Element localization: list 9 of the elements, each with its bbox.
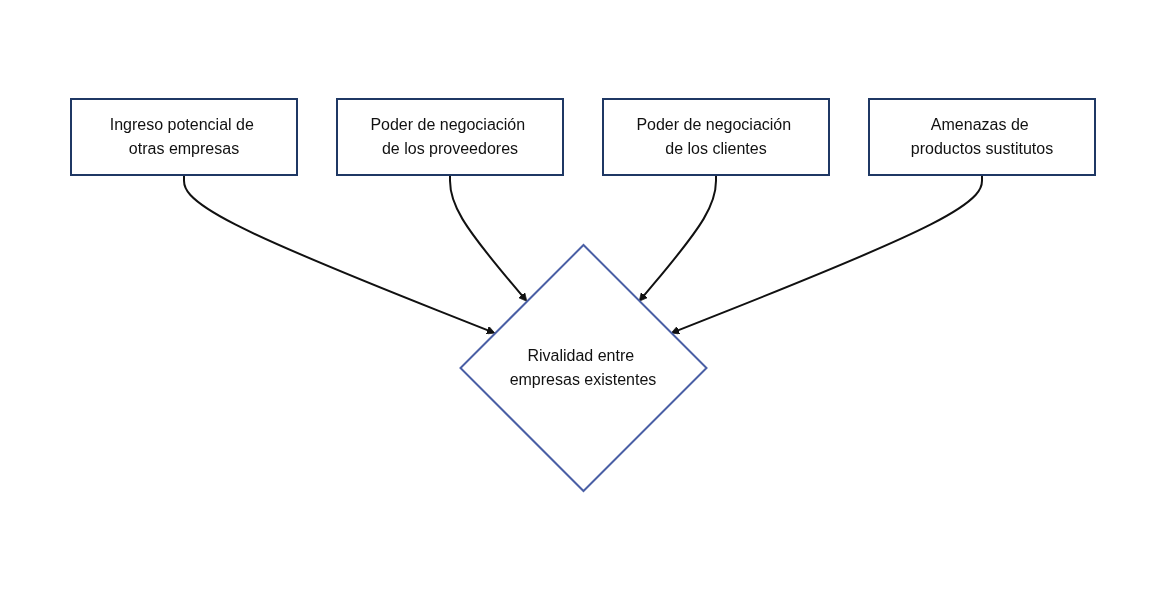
arrow [670, 173, 983, 334]
arrow [448, 173, 527, 302]
node-box: Poder de negociación de los clientes [601, 97, 830, 176]
node-box: Poder de negociación de los proveedores [335, 97, 564, 176]
node-diamond: Rivalidad entre empresas existentes [458, 243, 708, 492]
node-box: Ingreso potencial de otras empresas [69, 97, 298, 176]
arrow [638, 173, 717, 302]
node-box: Amenazas de productos sustitutos [867, 97, 1096, 176]
arrow [182, 173, 495, 334]
